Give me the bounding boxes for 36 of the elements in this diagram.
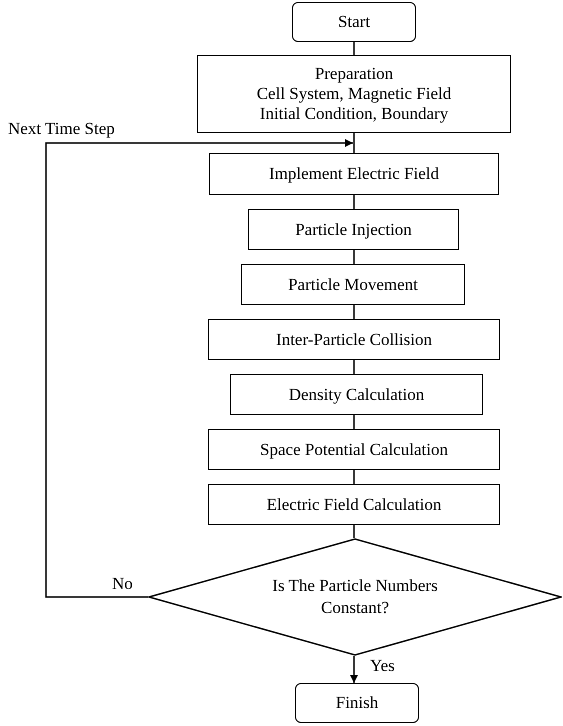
box-title: Inter-Particle Collision: [276, 330, 432, 350]
process-box: [208, 429, 500, 470]
box-text: Initial Condition, Boundary: [260, 104, 448, 124]
loop-label: Next Time Step: [8, 119, 115, 139]
box-title: Electric Field Calculation: [266, 494, 442, 514]
box-title: Particle Injection: [295, 220, 412, 240]
connector-line: [353, 195, 355, 209]
process-box: [209, 153, 499, 195]
connector-line: [353, 250, 355, 264]
box-title: Space Potential Calculation: [260, 440, 448, 460]
connector-line: [353, 42, 355, 55]
connector-line: [353, 415, 355, 429]
connector-line: [353, 360, 355, 374]
connector-line: [353, 470, 355, 484]
box-title: Implement Electric Field: [269, 164, 439, 184]
connector-line: [353, 305, 355, 319]
process-box: [208, 484, 500, 525]
process-box: [208, 319, 500, 360]
decision-text: Is The Particle Numbers Constant?: [271, 575, 439, 619]
terminal-box: [292, 2, 416, 42]
box-title: Finish: [336, 693, 378, 713]
connector-line: [353, 525, 355, 538]
connector-line: [353, 133, 355, 153]
arrow: [350, 656, 358, 683]
box-title: Start: [338, 12, 370, 32]
box-text: Cell System, Magnetic Field: [256, 84, 452, 104]
terminal-box: [295, 683, 419, 723]
box-title: Preparation: [314, 64, 394, 84]
process-box: [241, 264, 465, 305]
box-title: Density Calculation: [288, 384, 424, 404]
box-title: Particle Movement: [288, 274, 418, 294]
decision-diamond: [148, 538, 562, 656]
process-box: [197, 55, 511, 133]
process-box: [230, 374, 483, 415]
arrow: [45, 139, 353, 598]
process-box: [248, 209, 459, 250]
